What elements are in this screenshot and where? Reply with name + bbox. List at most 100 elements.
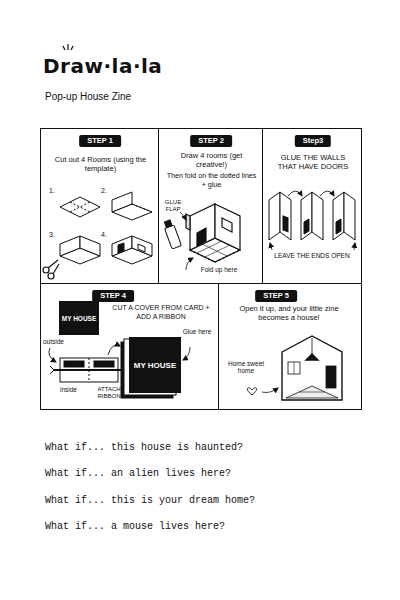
heart <box>247 388 256 395</box>
leader-arrow <box>354 243 355 250</box>
folded-rooms-part <box>301 192 312 240</box>
room-drawing-part <box>205 245 230 257</box>
folded-rooms-part <box>333 192 344 240</box>
annotation: 2. <box>101 187 113 195</box>
step-text: GLUE THE WALLS THAT HAVE DOORS <box>271 153 355 172</box>
scissors <box>43 260 59 279</box>
template-piece-part <box>138 244 145 252</box>
template-piece <box>60 236 100 264</box>
room-drawing-part <box>190 204 215 250</box>
step-text: Cut out 4 Rooms (using the template) <box>49 155 152 174</box>
folded-rooms-part <box>344 192 355 240</box>
pop-up-house-part <box>294 362 295 374</box>
template-piece <box>112 192 152 220</box>
subtitle: Pop-up House Zine <box>45 91 205 103</box>
scissors-part <box>53 264 59 274</box>
step-panel: STEP 1 Cut out 4 Rooms (using the templat… <box>40 128 159 284</box>
folded-rooms-part <box>336 219 341 234</box>
template-piece-part <box>60 236 80 256</box>
annotation: outside <box>43 338 77 345</box>
what-if-prompt: What if... a mouse lives here? <box>45 521 375 533</box>
glue-stick-part <box>164 220 172 228</box>
room-drawing-part <box>222 218 232 232</box>
step-instructions: Open it up, and your little zine becomes… <box>233 304 345 325</box>
inside-card-part <box>50 366 128 374</box>
leader-arrow <box>183 347 190 360</box>
template-piece-part <box>60 197 100 217</box>
template-piece-part <box>70 202 90 212</box>
annotation: 3. <box>49 231 61 239</box>
room-drawing <box>186 204 240 262</box>
step-text: Then fold on the dotted lines + glue <box>165 172 258 190</box>
what-if-prompt: What if... an alien lives here? <box>45 468 375 480</box>
cover-text: MY HOUSE <box>62 315 97 322</box>
logo-sparkle <box>63 44 73 50</box>
folded-rooms <box>269 192 355 240</box>
step-text: CUT A COVER FROM CARD + ADD A RIBBON <box>107 304 215 322</box>
room-drawing-part <box>197 228 206 246</box>
template-piece-part <box>112 192 132 212</box>
pop-up-house-part <box>288 362 300 374</box>
leader-arrow <box>270 243 272 250</box>
template-piece <box>112 236 152 264</box>
logo-title: Draw·la·la <box>43 56 162 76</box>
inside-card-part <box>64 361 84 367</box>
folded-rooms-part <box>312 192 323 240</box>
step-text: Open it up, and your little zine becomes… <box>233 304 345 323</box>
annotation: GLUE FLAP <box>160 199 186 213</box>
folded-rooms-part <box>304 219 309 234</box>
pop-up-house-part <box>326 366 336 388</box>
leader-arrow <box>180 212 186 220</box>
folded-rooms-part <box>280 192 291 240</box>
template-piece-part <box>80 236 100 256</box>
leader-arrow <box>262 388 278 393</box>
step-instructions: CUT A COVER FROM CARD + ADD A RIBBON <box>107 304 215 324</box>
pop-up-house-part <box>312 338 313 354</box>
room-drawing-part <box>202 244 227 256</box>
template-piece-part <box>132 236 152 256</box>
step-instructions: Draw 4 rooms (get creative!)Then fold on… <box>165 151 258 192</box>
template-piece-part <box>70 202 90 212</box>
flow-arrow <box>108 345 120 355</box>
room-drawing-part <box>215 250 240 262</box>
room-drawing-part <box>190 250 215 262</box>
template-piece <box>60 197 100 217</box>
step-heading: STEP 5 <box>255 290 297 302</box>
what-if-prompt: What if... this is your dream home? <box>45 495 375 507</box>
logo-sparkle-part <box>63 46 65 50</box>
annotation: LEAVE THE ENDS OPEN <box>266 252 358 259</box>
step-heading: STEP 4 <box>92 290 134 302</box>
pop-up-house-part <box>306 354 318 360</box>
glue-stick-part <box>165 225 182 249</box>
annotation: 4. <box>101 231 113 239</box>
annotation: Home sweet home <box>222 360 270 375</box>
inside-card-part <box>54 369 124 371</box>
step-instructions: Cut out 4 Rooms (using the template) <box>49 155 152 176</box>
template-piece-part <box>118 243 124 253</box>
room-drawing-part <box>215 204 240 250</box>
glue-stick <box>164 220 181 249</box>
pop-up-house-part <box>282 336 342 400</box>
step-heading: STEP 1 <box>79 135 121 147</box>
step-panel: Step3GLUE THE WALLS THAT HAVE DOORS <box>262 128 362 284</box>
cover-text: MY HOUSE <box>134 361 177 370</box>
folded-rooms-part <box>283 216 288 232</box>
step-instructions: GLUE THE WALLS THAT HAVE DOORS <box>271 153 355 174</box>
logo-sparkle-part <box>67 44 68 50</box>
pop-up-house-part <box>299 392 325 393</box>
annotation: inside <box>60 386 90 393</box>
step-heading: STEP 2 <box>190 135 232 147</box>
cover-card: MY HOUSE <box>59 301 99 335</box>
annotation: ATTACH RIBBON <box>92 386 126 400</box>
step-heading: Step3 <box>295 135 331 147</box>
annotation: 1. <box>49 187 61 195</box>
room-drawing-part <box>186 214 190 230</box>
cover-card: MY HOUSE <box>129 337 181 393</box>
logo-sparkle-part <box>71 46 73 50</box>
step-panel: STEP 5 Open it up, and your little zine b… <box>218 283 362 410</box>
inside-card-part <box>94 361 114 367</box>
what-if-prompt: What if... this house is haunted? <box>45 442 375 454</box>
template-piece-part <box>112 236 132 256</box>
